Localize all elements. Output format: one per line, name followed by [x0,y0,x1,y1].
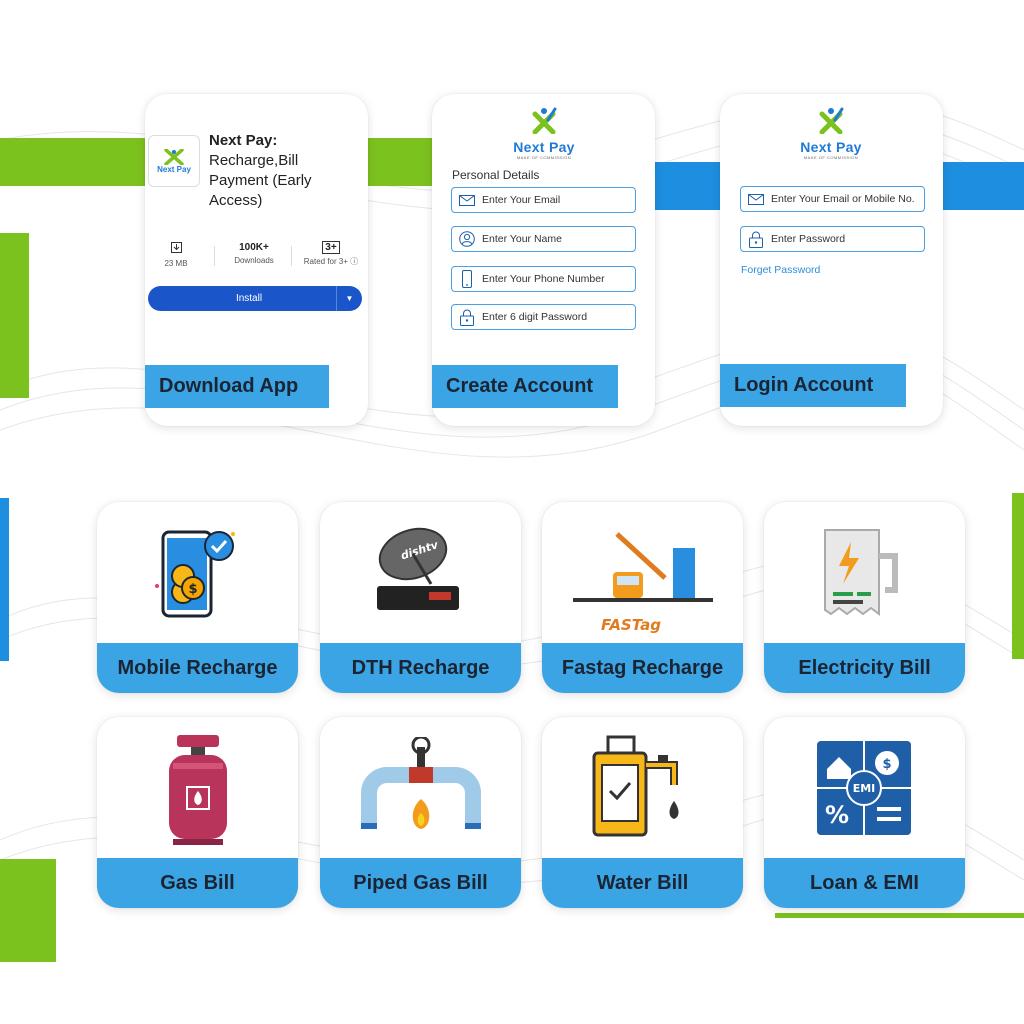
forgot-password-link[interactable]: Forget Password [741,264,821,276]
service-label: Water Bill [542,858,743,908]
water-meter-icon [588,735,698,845]
rating-stat: 3+ Rated for 3+ ⓘ [302,241,360,267]
next-pay-logo-login: Next Pay MAKE OF COMMISSION [771,106,891,160]
dish-tv-icon: dishtv [371,524,471,624]
app-subtitle: Recharge,Bill Payment (Early Access) [209,152,312,209]
password-field[interactable]: Enter 6 digit Password [451,304,636,330]
name-field[interactable]: Enter Your Name [451,226,636,252]
service-tile-dth-recharge[interactable]: dishtv DTH Recharge [320,502,521,693]
electricity-receipt-icon [815,526,915,621]
download-app-caption: Download App [145,365,329,408]
toll-gate-icon: FASTag [572,528,713,638]
create-account-caption: Create Account [432,365,618,408]
mail-icon [741,193,771,205]
service-tile-electricity-bill[interactable]: Electricity Bill [764,502,965,693]
install-button[interactable]: Install ▼ [148,286,362,311]
blue-side-bar [0,498,9,661]
phone-icon [452,270,482,288]
email-placeholder: Enter Your Email [482,194,561,206]
service-tile-water-bill[interactable]: Water Bill [542,717,743,908]
brand-name: Next Pay [800,139,862,155]
green-side-bar [0,233,29,398]
app-icon-brand: Next Pay [157,164,191,174]
gas-cylinder-icon [163,733,233,848]
login-account-caption: Login Account [720,364,906,407]
service-label: Loan & EMI [764,858,965,908]
mobile-coins-icon: $ [153,526,243,621]
service-label: Piped Gas Bill [320,858,521,908]
app-title: Next Pay: Recharge,Bill Payment (Early A… [209,131,359,211]
service-label: Electricity Bill [764,643,965,693]
email-field[interactable]: Enter Your Email [451,187,636,213]
info-icon: ⓘ [350,257,359,266]
service-label: Gas Bill [97,858,298,908]
service-tile-loan-emi[interactable]: $ EMI % Loan & EMI [764,717,965,908]
brand-tagline: MAKE OF COMMISSION [803,155,859,160]
user-icon [452,231,482,247]
service-tile-mobile-recharge[interactable]: $ Mobile Recharge [97,502,298,693]
login-email-field[interactable]: Enter Your Email or Mobile No. [740,186,925,212]
rating-badge: 3+ [302,241,360,254]
pipe-flame-icon [360,735,481,837]
mail-icon [452,194,482,206]
emi-calculator-icon: $ EMI % [815,739,915,839]
green-side-bar-right [1012,493,1024,659]
next-pay-logo-icon [164,148,184,165]
name-placeholder: Enter Your Name [482,233,562,245]
download-size-icon [158,242,194,256]
size-label: 23 MB [164,259,188,268]
phone-placeholder: Enter Your Phone Number [482,273,605,285]
service-tile-gas-bill[interactable]: Gas Bill [97,717,298,908]
emi-text: EMI [852,782,875,795]
downloads-value: 100K+ [239,242,269,253]
svg-text:$: $ [188,582,197,597]
app-icon[interactable]: Next Pay [148,135,200,187]
next-pay-x-icon [532,107,557,135]
chevron-down-icon[interactable]: ▼ [336,286,362,311]
downloads-label: Downloads [234,256,274,265]
personal-details-title: Personal Details [452,168,540,182]
rating-label: Rated for 3+ [303,257,348,266]
login-password-placeholder: Enter Password [771,233,846,245]
login-email-placeholder: Enter Your Email or Mobile No. [771,193,915,205]
lock-icon [741,231,771,248]
green-bottom-line [775,913,1024,918]
size-stat: 23 MB [158,242,194,268]
downloads-stat: 100K+ Downloads [226,242,282,265]
service-tile-piped-gas-bill[interactable]: Piped Gas Bill [320,717,521,908]
phone-field[interactable]: Enter Your Phone Number [451,266,636,292]
brand-name: Next Pay [513,139,575,155]
service-label: Mobile Recharge [97,643,298,693]
service-label: DTH Recharge [320,643,521,693]
fastag-text: FASTag [601,616,661,634]
svg-text:%: % [824,801,848,829]
install-label: Install [235,293,263,304]
app-name: Next Pay: [209,132,278,149]
svg-text:$: $ [882,757,891,772]
lock-icon [452,309,482,326]
login-password-field[interactable]: Enter Password [740,226,925,252]
service-label: Fastag Recharge [542,643,743,693]
brand-tagline: MAKE OF COMMISSION [516,155,572,160]
next-pay-logo: Next Pay MAKE OF COMMISSION [484,106,604,160]
service-tile-fastag-recharge[interactable]: FASTag Fastag Recharge [542,502,743,693]
password-placeholder: Enter 6 digit Password [482,311,588,323]
green-bottom-bar [0,859,56,962]
next-pay-x-icon [819,107,844,135]
